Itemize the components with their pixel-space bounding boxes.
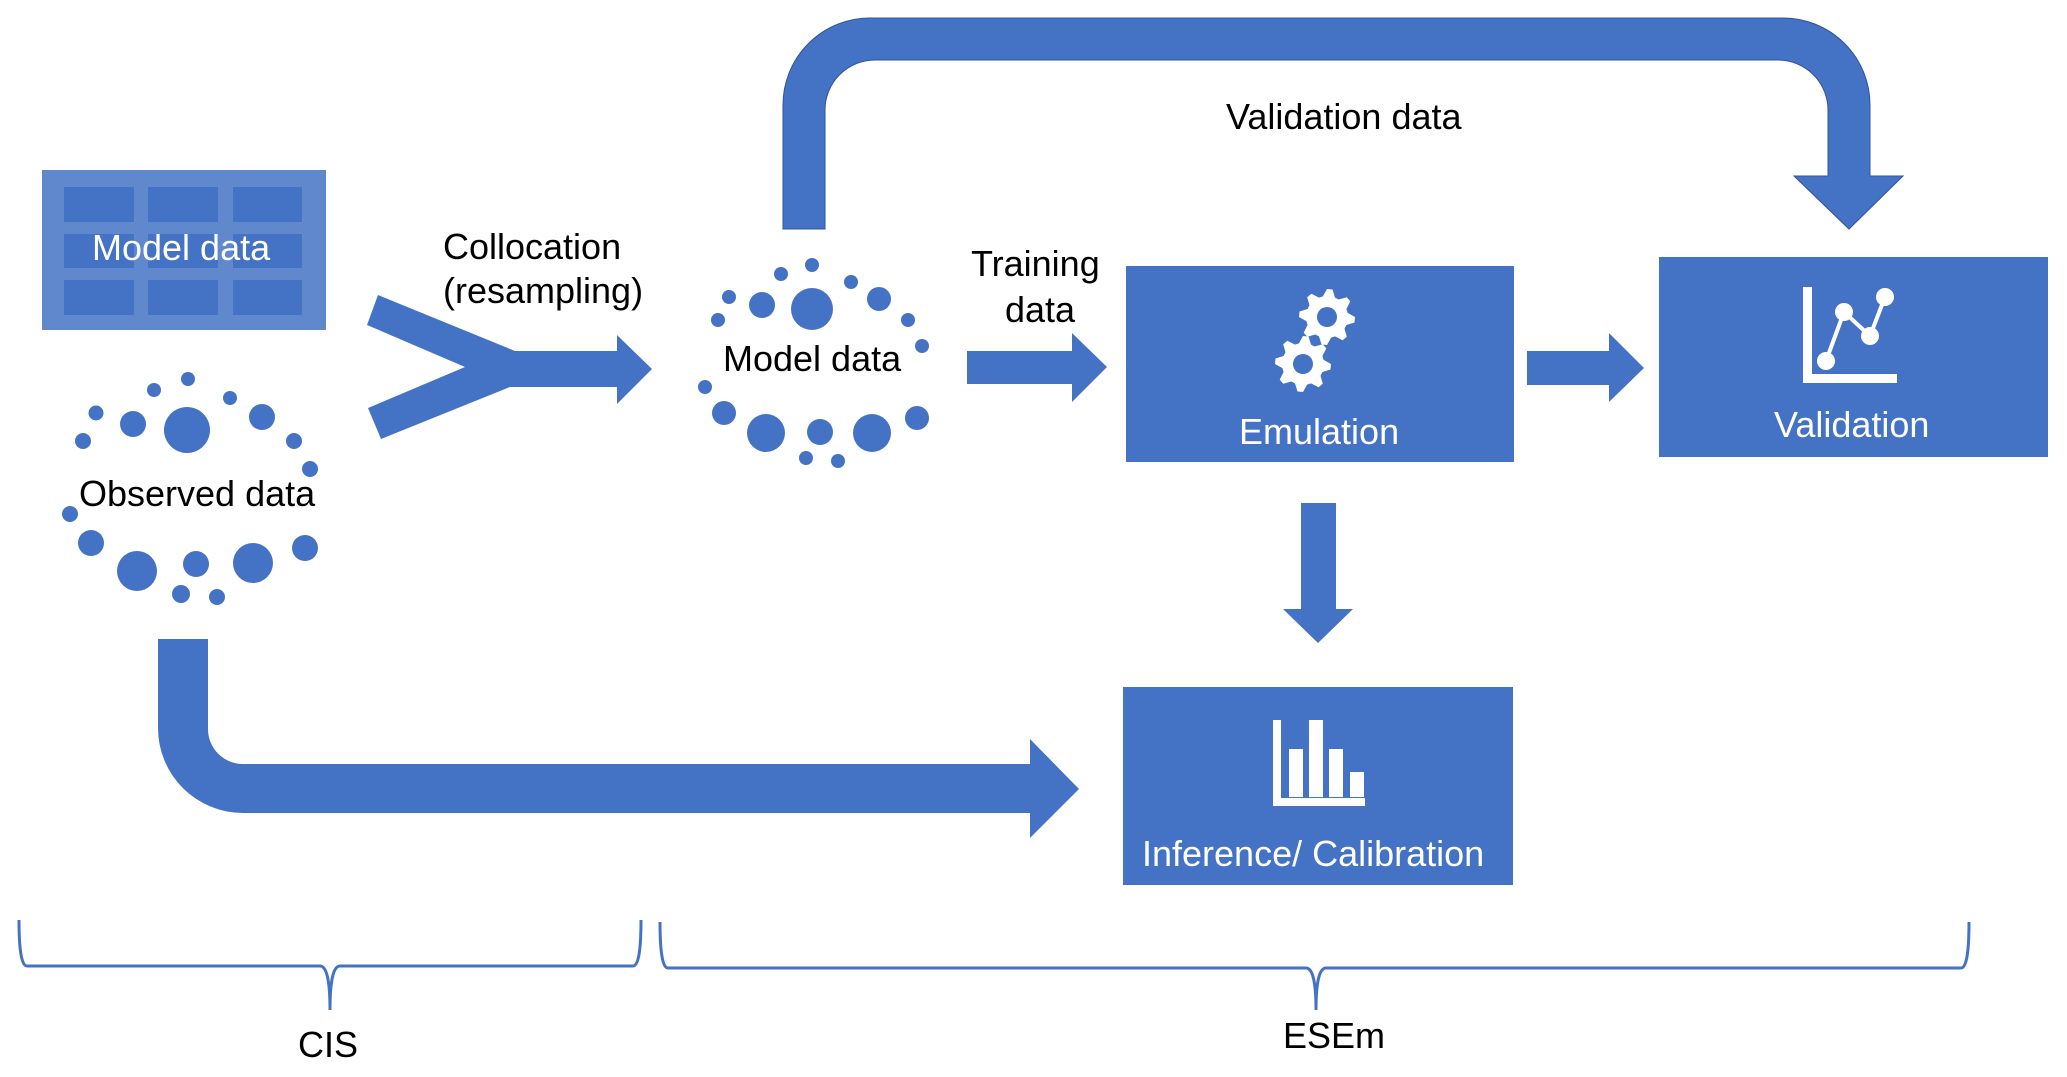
data-point-dot xyxy=(233,543,273,583)
collocation-label-line1: Collocation xyxy=(443,226,622,267)
model-data-table-label: Model data xyxy=(92,227,271,268)
data-point-dot xyxy=(711,313,725,327)
data-point-dot xyxy=(844,275,858,289)
icon-bar xyxy=(1350,772,1364,797)
observed-data-label: Observed data xyxy=(79,473,316,514)
table-cell xyxy=(233,187,302,222)
cis-label: CIS xyxy=(298,1024,359,1065)
table-cell xyxy=(233,234,302,268)
data-point-dot xyxy=(75,433,91,449)
data-point-dot xyxy=(749,292,775,318)
emulation-to-inference-arrow xyxy=(1283,503,1353,643)
data-point-dot xyxy=(831,454,845,468)
icon-bar xyxy=(1289,749,1303,797)
cis-brace xyxy=(17,919,643,1011)
data-point-dot xyxy=(302,461,318,477)
model-data-label: Model data xyxy=(723,338,902,379)
table-cell xyxy=(64,280,134,315)
validation-data-label: Validation data xyxy=(1226,96,1462,137)
model-data-table xyxy=(42,170,326,330)
data-point-dot xyxy=(181,372,195,386)
table-cell xyxy=(148,280,218,315)
data-point-dot xyxy=(698,380,712,394)
data-point-dot xyxy=(164,407,210,453)
table-cell xyxy=(148,234,218,268)
data-point-dot xyxy=(915,339,929,353)
data-point-dot xyxy=(722,290,736,304)
table-cell xyxy=(148,187,218,222)
bar-chart-icon xyxy=(1273,720,1365,806)
collocation-label-line2: (resampling) xyxy=(443,270,644,311)
data-point-dot xyxy=(78,530,104,556)
esem-label: ESEm xyxy=(1283,1015,1386,1056)
training-data-label-line2: data xyxy=(1005,289,1076,330)
training-data-arrow xyxy=(967,333,1107,402)
data-point-dot xyxy=(172,585,190,603)
data-point-dot xyxy=(901,313,915,327)
data-point-dot xyxy=(88,405,104,421)
validation-label: Validation xyxy=(1774,404,1930,445)
data-point-dot xyxy=(774,267,788,281)
inference-calibration-label: Inference/ Calibration xyxy=(1142,833,1485,874)
data-point-dot xyxy=(120,411,146,437)
line-chart-icon xyxy=(1803,287,1897,383)
data-point-dot xyxy=(791,288,833,330)
data-point-dot xyxy=(223,391,237,405)
data-point-dot xyxy=(747,414,785,452)
data-point-dot xyxy=(805,258,819,272)
gear-icon xyxy=(1275,336,1331,392)
data-point-dot xyxy=(209,589,225,605)
gear-icon xyxy=(1299,289,1355,345)
icon-bar xyxy=(1309,720,1323,797)
data-point-dot xyxy=(807,419,833,445)
data-point-dot xyxy=(712,401,736,425)
data-point-dot xyxy=(867,287,891,311)
gears-icon xyxy=(1275,289,1355,392)
validation-data-arrow xyxy=(782,17,1905,230)
data-point-dot xyxy=(905,406,929,430)
data-point-dot xyxy=(853,414,891,452)
table-cell xyxy=(64,187,134,222)
data-point-dot xyxy=(249,404,275,430)
model-data-dots xyxy=(698,258,929,468)
emulation-to-validation-arrow xyxy=(1527,333,1644,402)
data-point-dot xyxy=(183,551,209,577)
data-point-dot xyxy=(286,433,302,449)
table-cell xyxy=(64,234,134,268)
data-point-dot xyxy=(62,506,78,522)
data-point-dot xyxy=(147,383,161,397)
training-data-label-line1: Training xyxy=(971,243,1100,284)
data-point-dot xyxy=(292,535,318,561)
observed-data-dots xyxy=(62,372,318,605)
icon-bar xyxy=(1329,749,1343,797)
esem-brace xyxy=(658,921,1971,1011)
data-point-dot xyxy=(117,551,157,591)
validation-box xyxy=(1659,257,2048,457)
data-point-dot xyxy=(799,451,813,465)
collocation-arrow xyxy=(367,295,652,439)
emulation-label: Emulation xyxy=(1239,411,1400,452)
observed-to-inference-arrow xyxy=(158,639,1079,838)
table-cell xyxy=(233,280,302,315)
